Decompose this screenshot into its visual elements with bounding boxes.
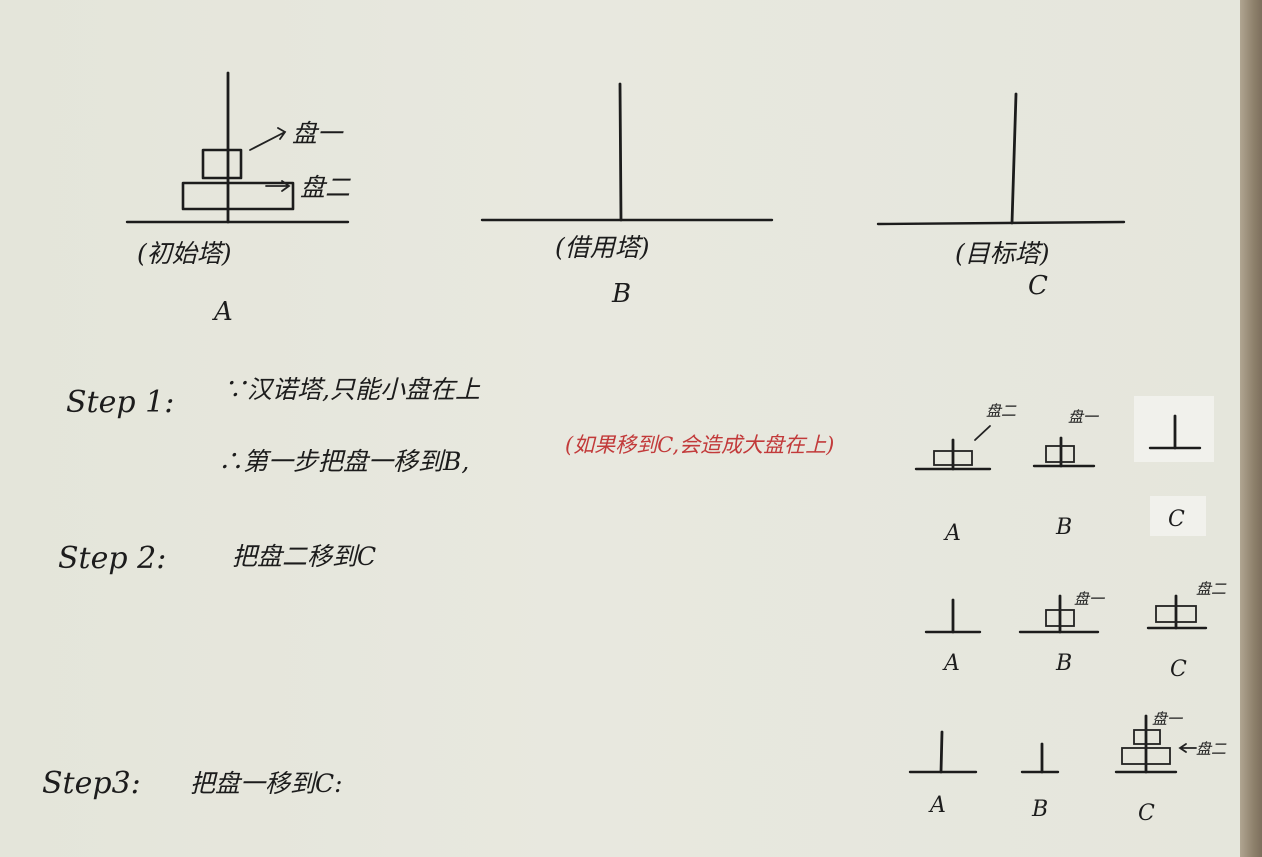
mini-rod xyxy=(939,730,944,774)
mini-row-2-c: C xyxy=(1170,657,1187,682)
mini-row-1-b: B xyxy=(1055,515,1072,540)
arrow-icon xyxy=(1178,743,1197,753)
step-1-note: (如果移到C,会造成大盘在上) xyxy=(565,433,834,457)
mini-disk-large xyxy=(1155,605,1197,623)
tower-a-disk-large xyxy=(181,181,295,211)
mini-row-1-disk-a: 盘二 xyxy=(986,402,1017,420)
mini-disk-small xyxy=(1045,445,1075,463)
mini-row-2: A 盘一 B 盘二 C xyxy=(924,580,1227,682)
step-3: Step3: 把盘一移到C: xyxy=(42,766,343,801)
tower-b: (借用塔) B xyxy=(480,82,774,309)
mini-row-1-a: A xyxy=(943,521,961,546)
step-1-line-2: ∴第一步把盘一移到B, xyxy=(218,447,469,476)
mini-row-1-disk-b: 盘一 xyxy=(1068,408,1100,426)
tower-c: (目标塔) C xyxy=(876,92,1126,301)
step-1: Step 1: ∵汉诺塔,只能小盘在上 ∴第一步把盘一移到B, (如果移到C,会… xyxy=(66,375,834,476)
mini-row-3: A B 盘一 盘二 C xyxy=(908,710,1227,826)
arrow-icon xyxy=(974,425,991,441)
step-2: Step 2: 把盘二移到C xyxy=(58,541,376,576)
tower-c-label: (目标塔) xyxy=(955,239,1050,268)
tower-a-letter: A xyxy=(212,297,233,327)
paper-patch xyxy=(1150,496,1206,536)
step-2-text: 把盘二移到C xyxy=(232,542,376,571)
tower-b-label: (借用塔) xyxy=(555,233,650,262)
step-1-line-1: ∵汉诺塔,只能小盘在上 xyxy=(222,375,481,404)
mini-row-3-a: A xyxy=(928,793,946,818)
mini-row-3-c: C xyxy=(1138,801,1155,826)
tower-c-letter: C xyxy=(1028,271,1048,301)
disk-small-label: 盘一 xyxy=(292,119,344,148)
tower-c-base xyxy=(876,220,1126,226)
mini-row-3-b: B xyxy=(1031,797,1048,822)
tower-a-disk-small xyxy=(201,148,243,180)
mini-row-3-disk-top: 盘一 xyxy=(1152,710,1184,728)
step-2-title: Step 2: xyxy=(58,541,166,576)
disk-large-label: 盘二 xyxy=(300,173,351,202)
mini-row-2-a: A xyxy=(942,651,960,676)
mini-disk-large xyxy=(1121,747,1171,765)
tower-b-letter: B xyxy=(611,279,631,309)
desk-edge xyxy=(1240,0,1262,857)
arrow-icon xyxy=(265,180,291,192)
step-3-title: Step3: xyxy=(42,766,141,801)
mini-row-1-c: C xyxy=(1168,507,1185,532)
mini-disk-large xyxy=(933,450,973,466)
mini-disk-small xyxy=(1133,729,1161,745)
mini-row-2-b: B xyxy=(1055,651,1072,676)
step-1-title: Step 1: xyxy=(66,385,174,420)
mini-row-2-disk-c: 盘二 xyxy=(1196,580,1227,598)
mini-row-1: 盘二 A 盘一 B C xyxy=(914,396,1214,546)
tower-b-rod xyxy=(618,82,623,222)
tower-c-rod xyxy=(1010,92,1018,225)
mini-row-3-disk-bottom: 盘二 xyxy=(1196,740,1227,758)
mini-row-2-disk-b: 盘一 xyxy=(1074,590,1106,608)
tower-a-label: (初始塔) xyxy=(137,239,232,268)
arrow-icon xyxy=(249,127,287,151)
step-3-text: 把盘一移到C: xyxy=(190,769,343,798)
tower-a: 盘一 盘二 (初始塔) A xyxy=(125,71,351,327)
mini-disk-small xyxy=(1045,609,1075,627)
